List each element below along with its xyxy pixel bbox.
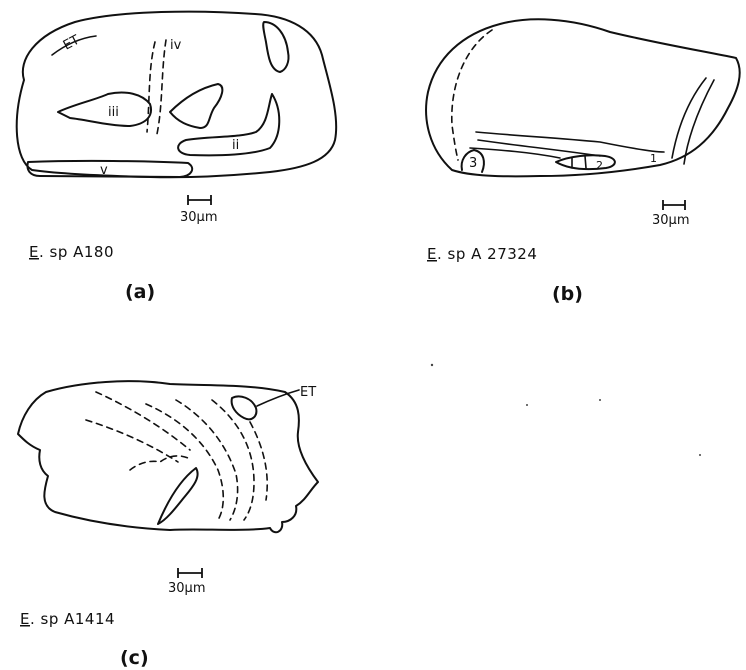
panel-a-marginal-band-top [263, 22, 288, 72]
panel-b-scale-label: 30µm [652, 213, 689, 228]
panel-b-scale-bar: 30µm [652, 200, 689, 228]
panel-a-label-v: v [100, 163, 108, 178]
panel-b-caption: E. sp A 27324 [427, 245, 537, 263]
panel-a-label-ii: ii [232, 138, 239, 153]
panel-c-curve-6 [250, 422, 267, 500]
panel-b-tag: (b) [552, 283, 583, 305]
panel-a-tag: (a) [125, 281, 155, 303]
panel-c-curve-2 [86, 420, 178, 462]
panel-c-curve-3 [146, 404, 223, 520]
panel-c-caption-genus: E [20, 610, 30, 628]
panel-a-scale-bar: 30µm [180, 195, 217, 225]
panel-b-label-1: 1 [650, 152, 657, 165]
panel-b-posterior-line-2 [684, 80, 714, 164]
panel-a-muscle-scar-right [170, 84, 222, 128]
panel-a-outline [17, 12, 336, 178]
panel-b-label-3: 3 [469, 156, 477, 171]
panel-c-caption: E. sp A1414 [20, 610, 115, 628]
panel-a-scale-label: 30µm [180, 210, 217, 225]
panel-c-scale-bar: 30µm [168, 568, 205, 596]
panel-a-caption-genus: E [29, 243, 39, 261]
panel-b-drawing: 3 2 1 [426, 19, 740, 176]
panel-c-curve-4 [176, 400, 238, 520]
panel-a-caption: E. sp A180 [29, 243, 114, 261]
panel-a-caption-specimen: . sp A180 [39, 243, 114, 261]
panel-b-inner-line-1 [476, 132, 664, 152]
panel-a-label-et: ET [61, 33, 82, 54]
panel-c-branch [130, 456, 188, 470]
panel-a-label-iii: iii [108, 105, 119, 120]
panel-b-posterior-line-1 [672, 78, 706, 158]
panel-a-scar-iv-right [157, 40, 166, 134]
panel-b-inner-line-2 [478, 140, 600, 156]
panel-b-caption-genus: E [427, 245, 437, 263]
panel-c-caption-specimen: . sp A1414 [30, 610, 115, 628]
panel-c-hook [158, 468, 198, 524]
panel-c-label-et: ET [300, 385, 316, 400]
panel-a-marginal-band-v [28, 161, 193, 177]
panel-c-eye-tubercle [232, 396, 257, 419]
panel-a-drawing: ET iv iii ii v [17, 12, 336, 178]
panel-a-marginal-band-ii [178, 94, 279, 155]
panel-c-curve-5 [212, 400, 254, 520]
panel-a-muscle-scar-iii [58, 92, 151, 126]
panel-b-label-2: 2 [596, 159, 603, 172]
panel-c-scale-label: 30µm [168, 581, 205, 596]
panel-c-tag: (c) [120, 647, 149, 669]
panel-b-caption-specimen: . sp A 27324 [437, 245, 537, 263]
panel-c-drawing: ET [18, 364, 701, 532]
panel-a-label-iv: iv [170, 38, 182, 53]
